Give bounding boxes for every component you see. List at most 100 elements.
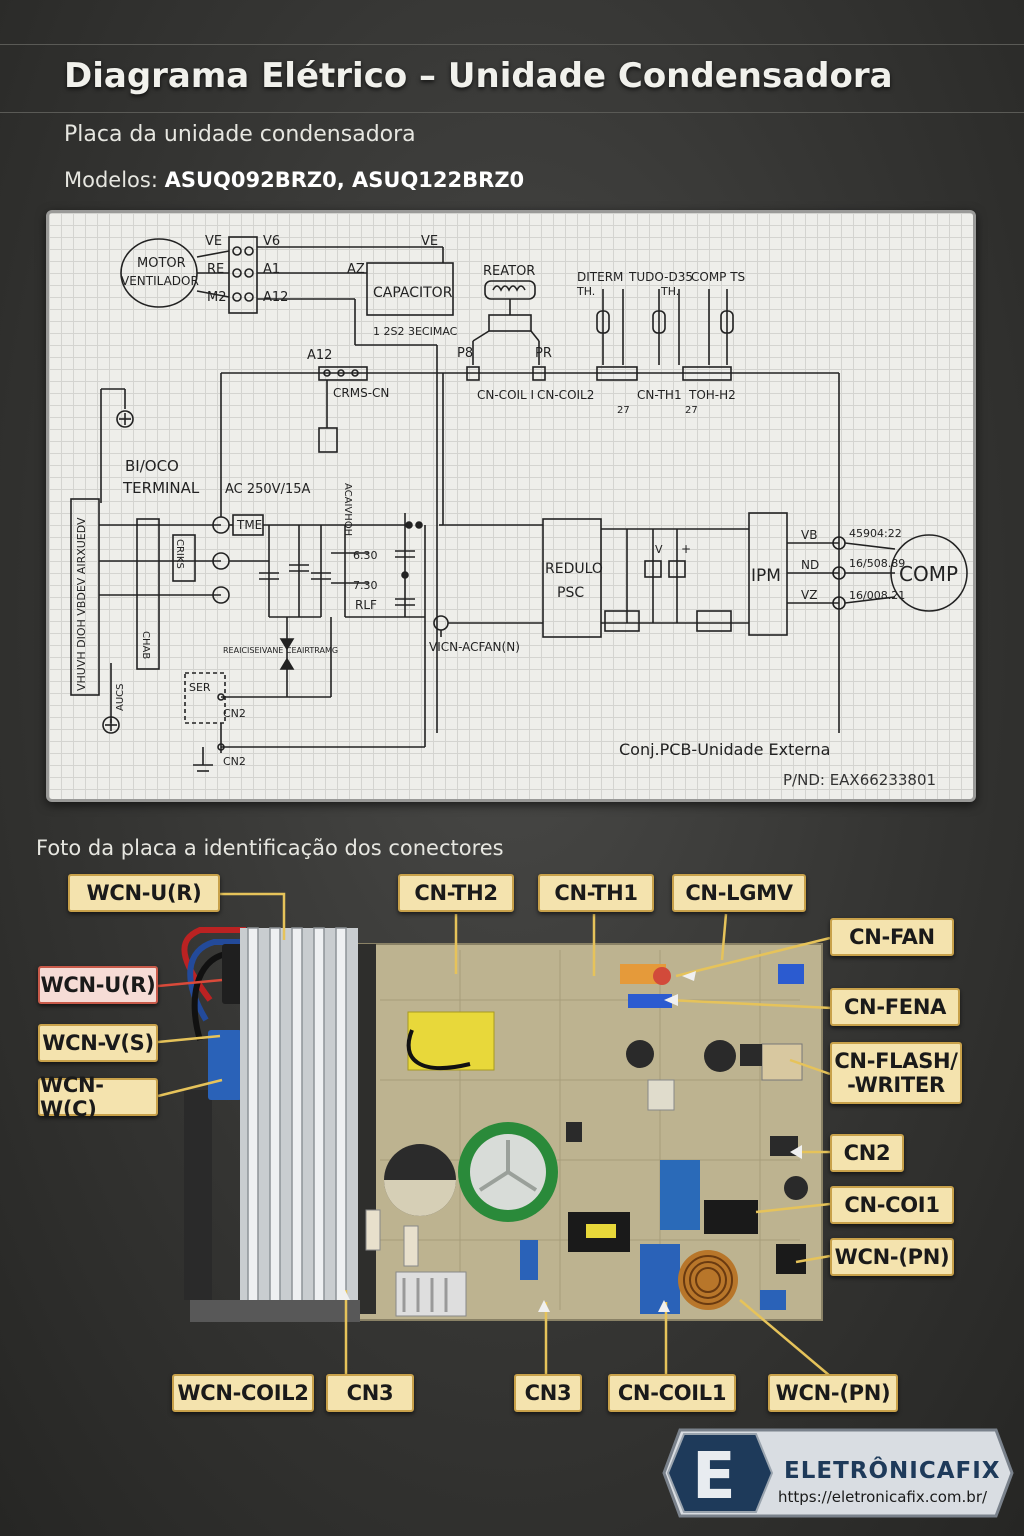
modulo-psc-block xyxy=(542,518,602,638)
sch-motor: MOTOR xyxy=(137,256,186,271)
sch-rlf: RLF xyxy=(355,598,377,612)
sch-cn2a: CN2 xyxy=(223,707,246,720)
sch-vz: VZ xyxy=(801,588,817,602)
tag-cn3-left: CN3 xyxy=(326,1374,414,1412)
sch-cncoil1: CN-COIL I xyxy=(477,388,534,402)
sch-ac: AC 250V/15A xyxy=(225,482,311,497)
sch-pr: PR xyxy=(535,346,552,361)
sch-capacitor: CAPACITOR xyxy=(373,285,453,301)
pcb-board xyxy=(355,943,823,1321)
brand-logo-letter: E xyxy=(692,1440,736,1514)
ipm-block xyxy=(748,512,788,636)
sch-terminal: TERMINAL xyxy=(122,479,200,497)
title-divider xyxy=(0,112,1024,113)
sch-reator: REATOR xyxy=(483,264,535,279)
choke-coil xyxy=(678,1250,738,1310)
brand-url[interactable]: https://eletronicafix.com.br/ xyxy=(778,1488,988,1506)
yellow-transformer xyxy=(407,1011,495,1071)
page-title: Diagrama Elétrico – Unidade Condensadora xyxy=(64,56,893,96)
sch-m2: M2 xyxy=(207,290,227,305)
sch-tme: TME xyxy=(236,518,262,532)
tag-cn-fena: CN-FENA xyxy=(830,988,960,1026)
sch-730: 7.30 xyxy=(353,579,378,592)
sch-chab: CHAB xyxy=(140,631,151,659)
models-label: Modelos: xyxy=(64,168,158,192)
sch-sbr: CRIKS xyxy=(174,539,185,569)
sch-r2: 16/508.89 xyxy=(849,557,905,570)
tag-cn2: CN2 xyxy=(830,1134,904,1172)
sch-vcn: VICN-ACFAN(N) xyxy=(429,640,520,654)
blue-relay xyxy=(660,1160,700,1230)
models-value: ASUQ092BRZ0, ASUQ122BRZ0 xyxy=(164,168,525,192)
tag-cn-th2: CN-TH2 xyxy=(398,874,514,912)
sch-vertical-mid: ACAIVHOH xyxy=(342,483,353,536)
sch-ser: SER xyxy=(189,681,211,694)
sch-bloco: BI/OCO xyxy=(125,457,179,475)
sch-a1: A1 xyxy=(263,262,280,277)
sch-ve1: VE xyxy=(205,234,222,249)
brand-name: ELETRÔNICAFIX xyxy=(784,1458,1001,1484)
tag-cn-th1: CN-TH1 xyxy=(538,874,654,912)
sch-ve2: VE xyxy=(421,234,438,249)
sch-plus: + xyxy=(681,542,691,556)
capacitor-symbol xyxy=(366,262,454,316)
tag-cn3-mid: CN3 xyxy=(514,1374,582,1412)
sch-a12: A12 xyxy=(263,290,288,305)
tag-wcn-u-r: WCN-U(R) xyxy=(38,966,158,1004)
tag-wcn-coil2: WCN-COIL2 xyxy=(172,1374,314,1412)
sch-27a: 27 xyxy=(617,405,630,416)
sch-diterm-th: TH. xyxy=(576,285,595,298)
sch-cnth1: CN-TH1 xyxy=(637,388,682,402)
sch-ventilador: VENTILADOR xyxy=(121,274,199,288)
tag-wcn-u-r-top: WCN-U(R) xyxy=(68,874,220,912)
tag-wcn-v-s: WCN-V(S) xyxy=(38,1024,158,1062)
tag-cn-coi1: CN-COI1 xyxy=(830,1186,954,1224)
sch-v6: V6 xyxy=(263,234,280,249)
sch-psc: PSC xyxy=(557,585,584,601)
sch-tubo-th: TH. xyxy=(660,285,679,298)
sch-a12b: A12 xyxy=(307,348,332,363)
sch-re: RE xyxy=(207,262,224,277)
leader-lines xyxy=(157,892,833,1378)
sch-v: V xyxy=(655,543,663,556)
sch-630: 6.30 xyxy=(353,549,378,562)
brand-logo: E xyxy=(662,1428,1014,1518)
sch-pnd: P/ND: EAX66233801 xyxy=(783,771,936,789)
sch-redulo: REDULO xyxy=(545,561,603,577)
schematic-diagram: MOTOR VENTILADOR VE RE M2 V6 A1 A12 AZ V… xyxy=(70,234,968,789)
sch-p8: P8 xyxy=(457,346,473,361)
tag-cn-fan: CN-FAN xyxy=(830,918,954,956)
sch-cnth2: TOH-H2 xyxy=(688,388,736,402)
sch-r3: 16/008.21 xyxy=(849,589,905,602)
compressor-symbol xyxy=(890,534,968,612)
tag-cn-flash-writer: CN-FLASH/ -WRITER xyxy=(830,1042,962,1104)
sch-comp: COMP xyxy=(899,562,958,586)
sch-ipm: IPM xyxy=(751,566,781,586)
sch-conj: Conj.PCB-Unidade Externa xyxy=(619,740,830,759)
sch-diterm: DITERM xyxy=(577,270,623,284)
sch-vertical-left: VHUVH DIOH VBDEV AIRXUEDV xyxy=(75,517,88,691)
tag-cn-coil1: CN-COIL1 xyxy=(608,1374,736,1412)
sch-aux: REAICISEIVANE CEAIRTRAMG xyxy=(223,646,338,655)
sch-tubo: TUDO-D35 xyxy=(628,270,693,284)
tag-wcn-pn-right: WCN-(PN) xyxy=(830,1238,954,1276)
sch-crmscn: CRMS-CN xyxy=(333,386,389,400)
tag-cn-flash-line2: -WRITER xyxy=(847,1073,945,1097)
tag-cn-flash-line1: CN-FLASH/ xyxy=(834,1049,958,1073)
models-line: Modelos: ASUQ092BRZ0, ASUQ122BRZ0 xyxy=(64,168,524,192)
sch-nd: ND xyxy=(801,558,819,572)
tag-wcn-w-c: WCN-W(C) xyxy=(38,1073,158,1121)
sch-aucs: AUCS xyxy=(115,684,126,712)
sch-27b: 27 xyxy=(685,405,698,416)
schematic-panel: MOTOR VENTILADOR VE RE M2 V6 A1 A12 AZ V… xyxy=(46,210,976,802)
sch-r1: 45904:22 xyxy=(849,527,902,540)
tag-wcn-pn-bottom: WCN-(PN) xyxy=(768,1374,898,1412)
top-divider xyxy=(0,44,1024,45)
sch-cap-sub: 1 2S2 3ECIMAC xyxy=(373,325,458,338)
heatsink xyxy=(190,927,360,1322)
sch-vb: VB xyxy=(801,528,817,542)
tag-cn-lgmv: CN-LGMV xyxy=(672,874,806,912)
sch-compts: COMP TS xyxy=(691,270,745,284)
cn-fena-socket xyxy=(628,994,672,1008)
